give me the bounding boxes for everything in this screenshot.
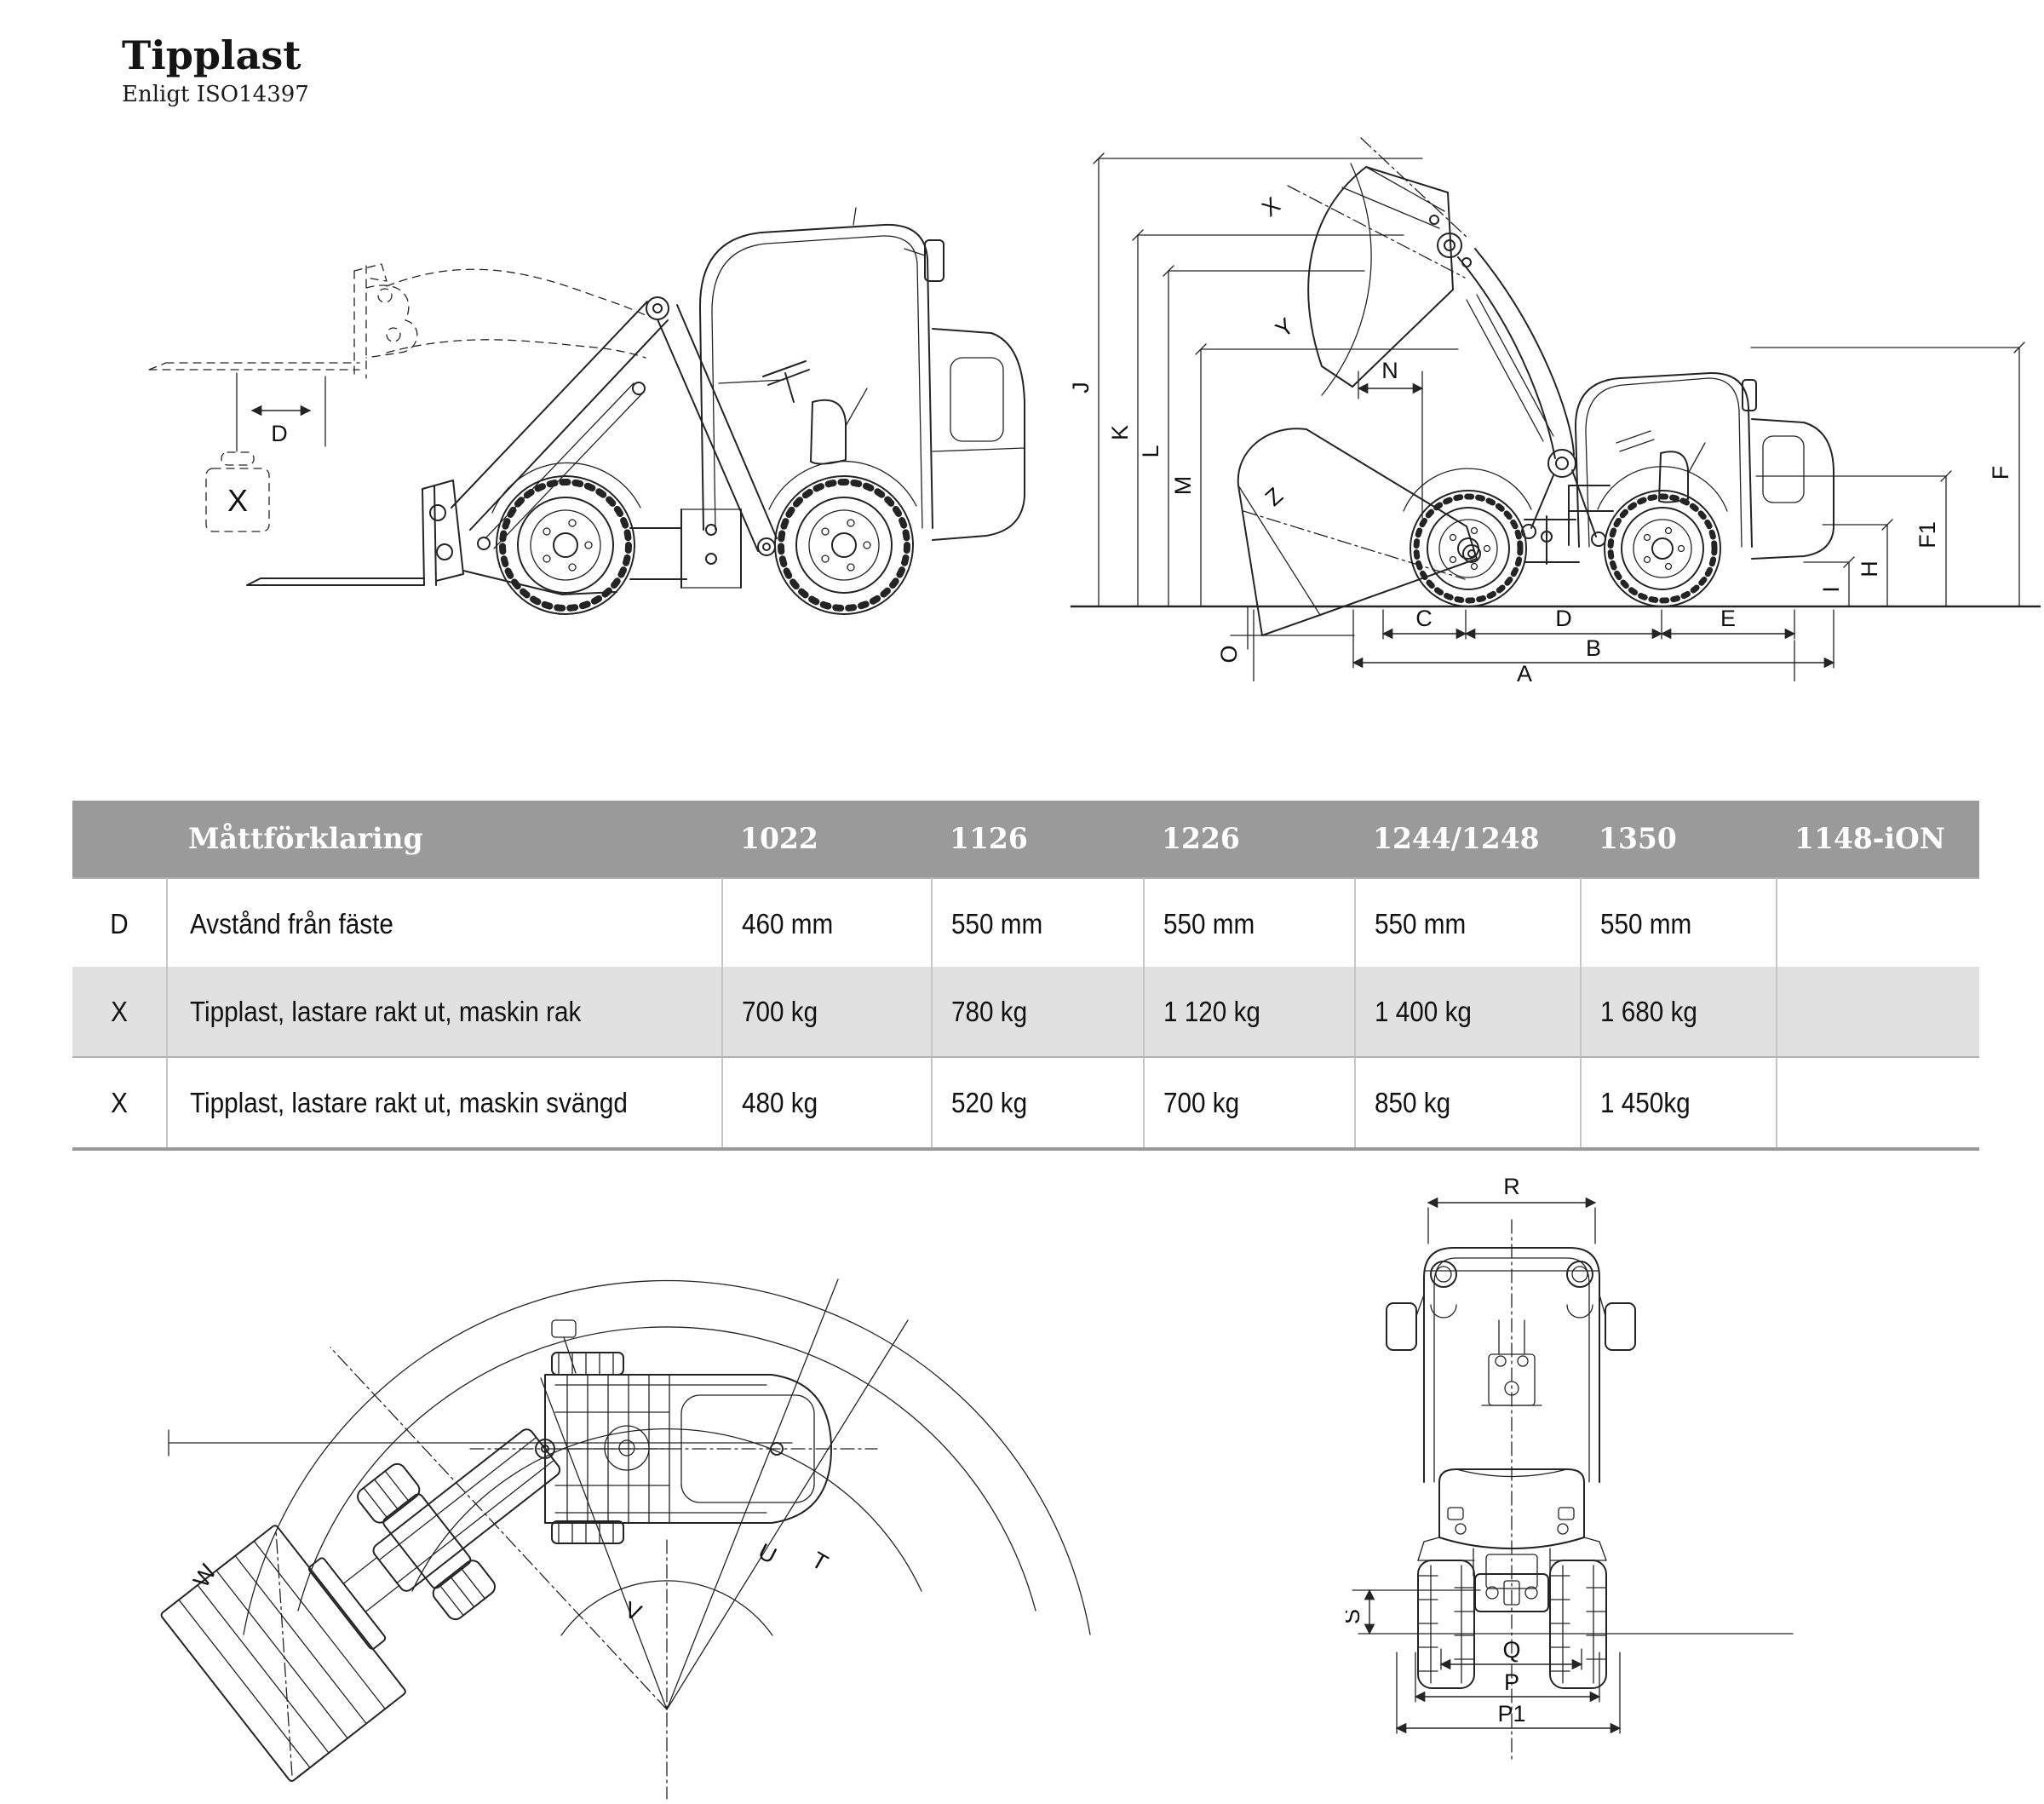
dim-label-u: U xyxy=(755,1538,781,1569)
table-header-1226: 1226 xyxy=(1143,801,1354,877)
table-header-mattforklaring: Måttförklaring xyxy=(166,801,721,877)
turning-top-view-lines xyxy=(160,1278,1091,1800)
table-cell: 700 kg xyxy=(721,967,931,1056)
table-cell: 550 mm xyxy=(1143,877,1354,968)
dim-label-f1: F1 xyxy=(1915,521,1940,549)
table-header-1022: 1022 xyxy=(721,801,931,877)
page-title: Tipplast xyxy=(122,32,301,78)
dim-label-c: C xyxy=(1415,606,1433,631)
load-label-x: X xyxy=(227,483,248,518)
table-header-corner xyxy=(72,801,166,877)
dim-label-p1: P1 xyxy=(1497,1701,1525,1726)
dim-label-j: J xyxy=(1068,382,1094,394)
dim-label-h: H xyxy=(1857,560,1882,577)
arc-label-x: X xyxy=(1257,192,1285,222)
dim-label-q: Q xyxy=(1502,1637,1520,1663)
table-cell: 850 kg xyxy=(1354,1056,1580,1147)
table-cell: 550 mm xyxy=(931,877,1143,968)
dim-label-i: I xyxy=(1818,586,1844,593)
dim-label-b: B xyxy=(1586,635,1601,661)
table-row-3-desc: Tipplast, lastare rakt ut, maskin svängd xyxy=(166,1056,721,1147)
front-view-drawing: R S Q P P1 xyxy=(1346,1175,1794,1762)
table-cell: 1 400 kg xyxy=(1354,967,1580,1056)
table-row-2-desc: Tipplast, lastare rakt ut, maskin rak xyxy=(166,967,721,1056)
dim-label-e: E xyxy=(1720,606,1736,631)
table-cell xyxy=(1776,967,1979,1056)
dim-label-a: A xyxy=(1517,661,1532,681)
table-cell: 780 kg xyxy=(931,967,1143,1056)
dim-label-r: R xyxy=(1503,1175,1520,1199)
tipplast-table-row3: X Tipplast, lastare rakt ut, maskin svän… xyxy=(72,1056,1979,1151)
table-cell xyxy=(1776,1056,1979,1147)
dim-label-k: K xyxy=(1107,425,1133,440)
dim-label-d2: D xyxy=(1555,606,1572,631)
table-header-1244-1248: 1244/1248 xyxy=(1354,801,1580,877)
lift-side-view-lines xyxy=(1070,137,2041,681)
fork-side-view-lines xyxy=(148,207,1025,615)
table-row-3-key: X xyxy=(72,1056,166,1147)
table-row-2-key: X xyxy=(72,967,166,1056)
table-row-1-desc: Avstånd från fäste xyxy=(166,877,721,968)
dim-label-t: T xyxy=(807,1547,832,1576)
dim-label-p: P xyxy=(1504,1669,1519,1695)
dim-label-m: M xyxy=(1170,476,1196,496)
table-cell: 520 kg xyxy=(931,1056,1143,1147)
dim-label-v: V xyxy=(621,1596,645,1626)
table-cell: 550 mm xyxy=(1354,877,1580,968)
table-cell: 700 kg xyxy=(1143,1056,1354,1147)
lift-side-view-drawing: J K L M N X Y Z O C D E B A F F1 H I xyxy=(1068,137,2041,681)
page-subtitle: Enligt ISO14397 xyxy=(122,82,309,107)
table-cell: 460 mm xyxy=(721,877,931,968)
table-header-1126: 1126 xyxy=(931,801,1143,877)
tipplast-table: Måttförklaring 1022 1126 1226 1244/1248 … xyxy=(72,801,1979,972)
dim-label-o: O xyxy=(1216,645,1242,663)
table-cell: 1 450kg xyxy=(1580,1056,1776,1147)
tipplast-table-row2: X Tipplast, lastare rakt ut, maskin rak … xyxy=(72,967,1979,1056)
turning-radius-top-view-drawing: W V U T xyxy=(160,1278,1091,1800)
arc-label-y: Y xyxy=(1271,313,1299,343)
dim-label-w: W xyxy=(188,1560,221,1592)
table-header-1148-ion: 1148-iON xyxy=(1776,801,1979,877)
front-view-lines xyxy=(1352,1197,1794,1762)
dim-label-l: L xyxy=(1138,445,1163,457)
page-header: Tipplast Enligt ISO14397 xyxy=(122,34,309,107)
table-cell xyxy=(1776,877,1979,968)
dim-label-z: Z xyxy=(1260,483,1288,511)
dim-label-d: D xyxy=(271,421,288,446)
dim-label-n: N xyxy=(1381,358,1398,383)
table-header-1350: 1350 xyxy=(1580,801,1776,877)
table-cell: 1 120 kg xyxy=(1143,967,1354,1056)
dim-label-f: F xyxy=(1988,466,2013,480)
dim-label-s: S xyxy=(1346,1609,1364,1624)
table-cell: 480 kg xyxy=(721,1056,931,1147)
table-cell: 1 680 kg xyxy=(1580,967,1776,1056)
fork-side-view-drawing: D X xyxy=(148,207,1025,615)
table-row-1-key: D xyxy=(72,877,166,968)
table-cell: 550 mm xyxy=(1580,877,1776,968)
